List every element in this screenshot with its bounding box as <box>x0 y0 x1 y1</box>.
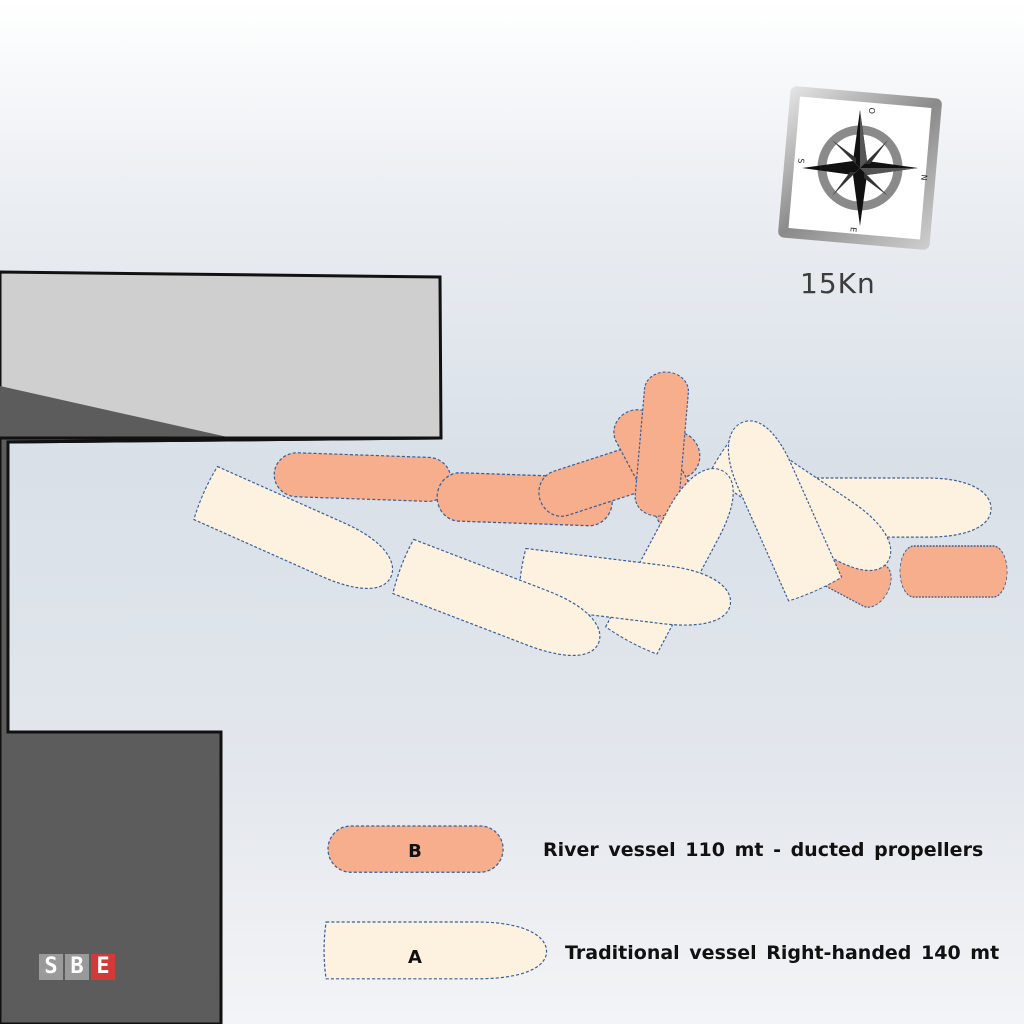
vessel-b-6 <box>899 545 1008 598</box>
sbe-logo: S B E <box>39 954 119 982</box>
logo-letter-s: S <box>39 954 63 980</box>
legend-swatch-a <box>323 921 548 980</box>
legend-badge-a: A <box>408 947 422 968</box>
compass-label-north: N <box>919 174 928 181</box>
legend: B A <box>323 825 548 980</box>
logo-letter-b: B <box>65 954 89 980</box>
legend-item-a: A <box>323 921 548 980</box>
quay <box>0 270 443 1024</box>
compass-label-east: E <box>848 227 857 233</box>
legend-item-b: B <box>327 825 504 873</box>
compass: O N E S <box>778 86 942 250</box>
quay-upper-shadow <box>0 386 232 438</box>
compass-label-west: O <box>867 107 877 114</box>
legend-description-b: River vessel 110 mt - ducted propellers <box>543 839 984 861</box>
wind-speed-label: 15Kn <box>800 267 876 300</box>
legend-badge-b: B <box>408 841 422 862</box>
legend-description-a: Traditional vessel Right-handed 140 mt <box>565 942 1000 964</box>
quay-edge-line <box>6 436 442 1024</box>
logo-letter-e: E <box>91 954 115 980</box>
compass-label-south: S <box>796 158 805 164</box>
vessel-b-1 <box>272 451 453 503</box>
compass-rose-icon <box>802 110 918 226</box>
